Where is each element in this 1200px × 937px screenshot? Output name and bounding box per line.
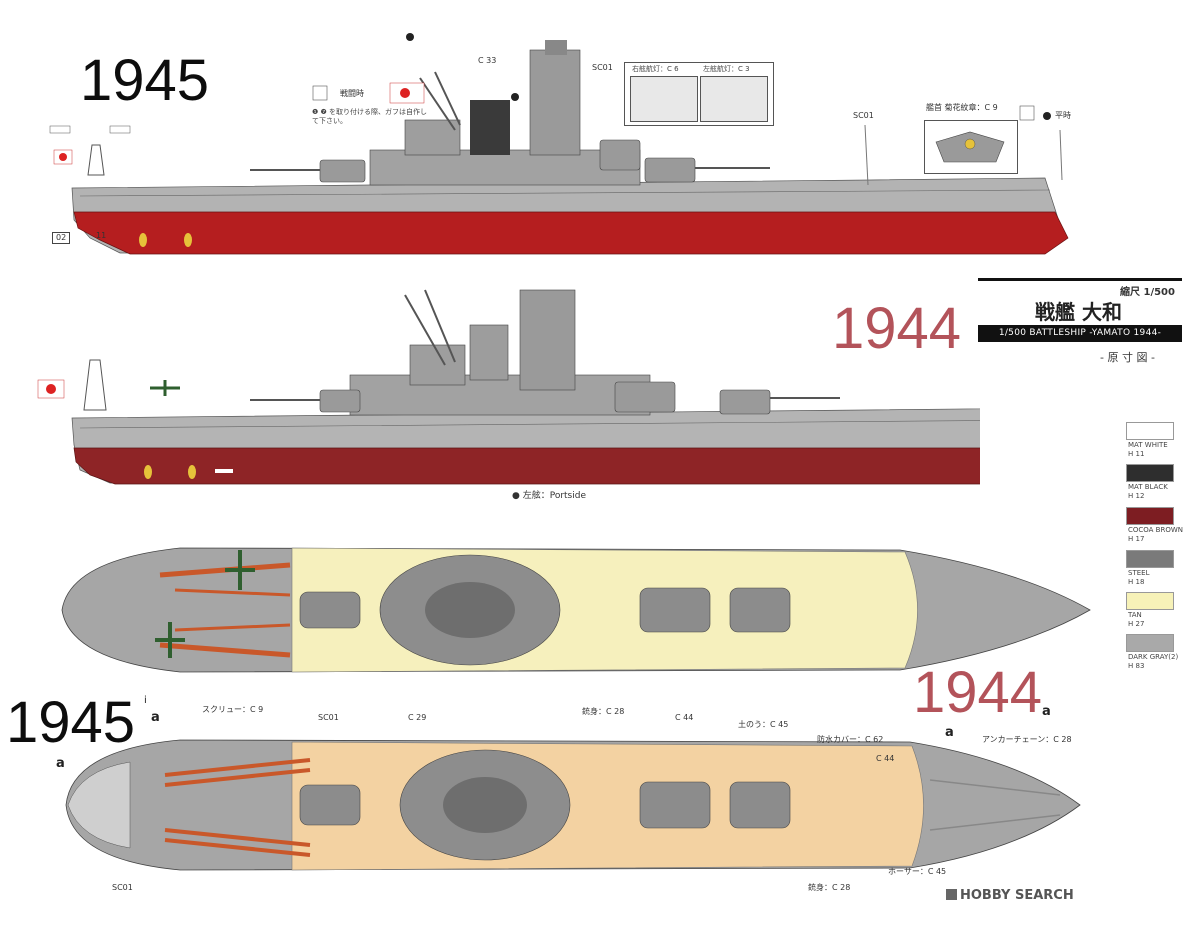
plan-view-1944 — [61, 547, 1091, 673]
propeller-icon — [139, 233, 192, 247]
label-a-3: a — [1042, 704, 1051, 719]
ensign-flag-icon — [53, 149, 73, 165]
callout-hawser: ホーサー：C 45 — [888, 867, 947, 876]
callout-sc01-plan: SC01 — [318, 713, 339, 722]
callout-c44-right: C 44 — [876, 754, 895, 763]
title-subtitle: 1/500 BATTLESHIP -YAMATO 1944- — [978, 325, 1182, 342]
label-a-4: a — [945, 725, 954, 740]
bow-emblem-icon — [935, 131, 1005, 163]
callout-barrel-top: 銃身：C 28 — [582, 707, 625, 716]
color-chip-cocoa-brown — [1126, 507, 1174, 525]
label-a-2: a — [56, 756, 65, 771]
title-section: - 原 寸 図 - — [1100, 351, 1155, 364]
color-chip-dark-gray-code: H 83 — [1128, 662, 1145, 670]
year-label-top-left: 1945 — [80, 48, 210, 113]
color-chip-cocoa-brown-name: COCOA BROWN — [1128, 526, 1184, 534]
color-chip-steel-code: H 18 — [1128, 578, 1145, 586]
callout-c44-top: C 44 — [675, 713, 694, 722]
seaplane-icon — [150, 380, 180, 396]
color-chip-tan-name: TAN — [1128, 611, 1142, 619]
callout-war-time: 戦闘時 — [340, 89, 364, 98]
title-scale: 縮尺 1/500 — [1120, 287, 1175, 298]
color-chip-mat-white — [1126, 422, 1174, 440]
color-chip-steel — [1126, 550, 1174, 568]
color-chip-dark-gray — [1126, 634, 1174, 652]
side-profile-1944 — [37, 289, 980, 485]
seaplane-icon — [155, 550, 255, 658]
callout-sc01-top: SC01 — [592, 63, 613, 72]
label-a-1: a — [151, 710, 160, 725]
hobby-search-watermark-text: HOBBY SEARCH — [960, 888, 1074, 903]
propeller-icon — [144, 465, 196, 479]
year-label-plan-left: 1945 — [6, 690, 136, 755]
callout-barrel-bottom: 銃身：C 28 — [808, 883, 851, 892]
callout-waterproof-cover: 防水カバー：C 62 — [817, 735, 884, 744]
callout-note: ❶ ❼ を取り付ける際、ガフは自作して下さい。 — [312, 108, 428, 126]
color-chip-mat-white-code: H 11 — [1128, 450, 1145, 458]
label-i: i — [144, 695, 147, 706]
color-chip-tan — [1126, 592, 1174, 610]
color-chip-dark-gray-name: DARK GRAY(2) — [1128, 653, 1179, 661]
callout-c33: C 33 — [478, 56, 497, 65]
color-chip-mat-black-name: MAT BLACK — [1128, 483, 1168, 491]
color-chip-tan-code: H 27 — [1128, 620, 1145, 628]
ensign-flag-icon — [37, 379, 65, 399]
color-chip-steel-name: STEEL — [1128, 569, 1150, 577]
color-chip-cocoa-brown-code: H 17 — [1128, 535, 1145, 543]
callout-c29: C 29 — [408, 713, 427, 722]
starboard-light-view — [630, 76, 698, 122]
callout-sandbag: 土のう：C 45 — [738, 720, 789, 729]
marker-11: 11 — [96, 231, 107, 240]
callout-screw: スクリュー：C 9 — [202, 705, 264, 714]
color-chip-mat-black-code: H 12 — [1128, 492, 1145, 500]
title-name: 戦艦 大和 — [1035, 300, 1122, 324]
callout-sc01-right: SC01 — [853, 111, 874, 120]
hobby-search-watermark: HOBBY SEARCH — [946, 888, 1074, 903]
callout-starboard-light: 右舷航灯：C 6 — [632, 65, 679, 73]
color-chip-mat-white-name: MAT WHITE — [1128, 441, 1168, 449]
callout-anchor-chain: アンカーチェーン：C 28 — [982, 735, 1072, 744]
side-profile-1945 — [49, 33, 1069, 255]
rising-sun-flag-icon — [389, 82, 425, 104]
port-light-view — [700, 76, 768, 122]
hobby-search-logo-icon — [946, 889, 957, 900]
plan-view-1945 — [65, 739, 1081, 871]
callout-sc01-bottom: SC01 — [112, 883, 133, 892]
callout-portside: ● 左舷：Portside — [512, 491, 586, 501]
callout-port-light: 左舷航灯：C 3 — [703, 65, 750, 73]
year-label-middle-right: 1944 — [832, 296, 962, 361]
callout-chrysanthemum: 艦首 菊花紋章：C 9 — [926, 103, 998, 112]
marker-02: 02 — [52, 232, 71, 244]
callout-peace-time: 平時 — [1055, 111, 1071, 120]
year-label-plan-right: 1944 — [913, 660, 1043, 725]
color-chip-mat-black — [1126, 464, 1174, 482]
